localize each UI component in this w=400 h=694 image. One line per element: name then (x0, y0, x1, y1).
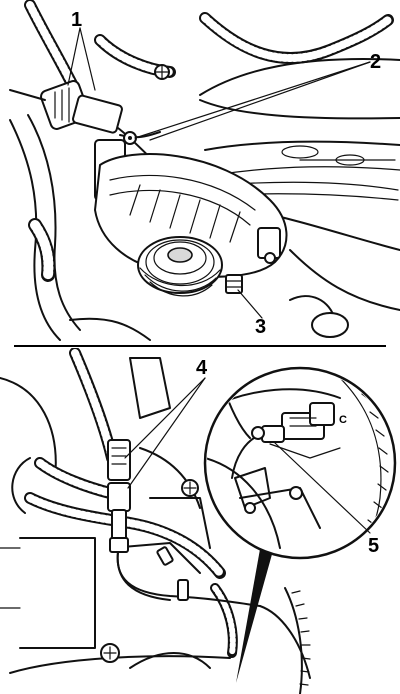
alternator (94, 153, 288, 297)
corrugated-hose-top (199, 12, 394, 64)
sensor-wiring-drawing: 4 5 C (0, 348, 397, 694)
alternator-drawing: 1 2 3 (9, 0, 400, 341)
callout-2: 2 (370, 51, 381, 73)
callout-4: 4 (196, 357, 208, 379)
magnifier-pointer (236, 538, 276, 683)
callout-5: 5 (368, 535, 379, 557)
wiring-harness-bottom (24, 348, 238, 658)
label-c: C (339, 414, 347, 426)
detail-magnifier (203, 366, 397, 560)
terminal-2 (123, 131, 137, 145)
sensor-wiring-diagram: 4 5 C (0, 348, 400, 694)
connector-1 (9, 80, 123, 134)
alternator-diagram: 1 2 3 (0, 0, 400, 346)
left-corrugated-hose (28, 218, 56, 282)
panel-divider (14, 345, 386, 347)
callout-1: 1 (71, 9, 82, 31)
wiring-harness-top (24, 0, 176, 96)
callout-3: 3 (255, 316, 266, 338)
bolt-3 (225, 274, 243, 294)
cable-clip (156, 546, 189, 601)
